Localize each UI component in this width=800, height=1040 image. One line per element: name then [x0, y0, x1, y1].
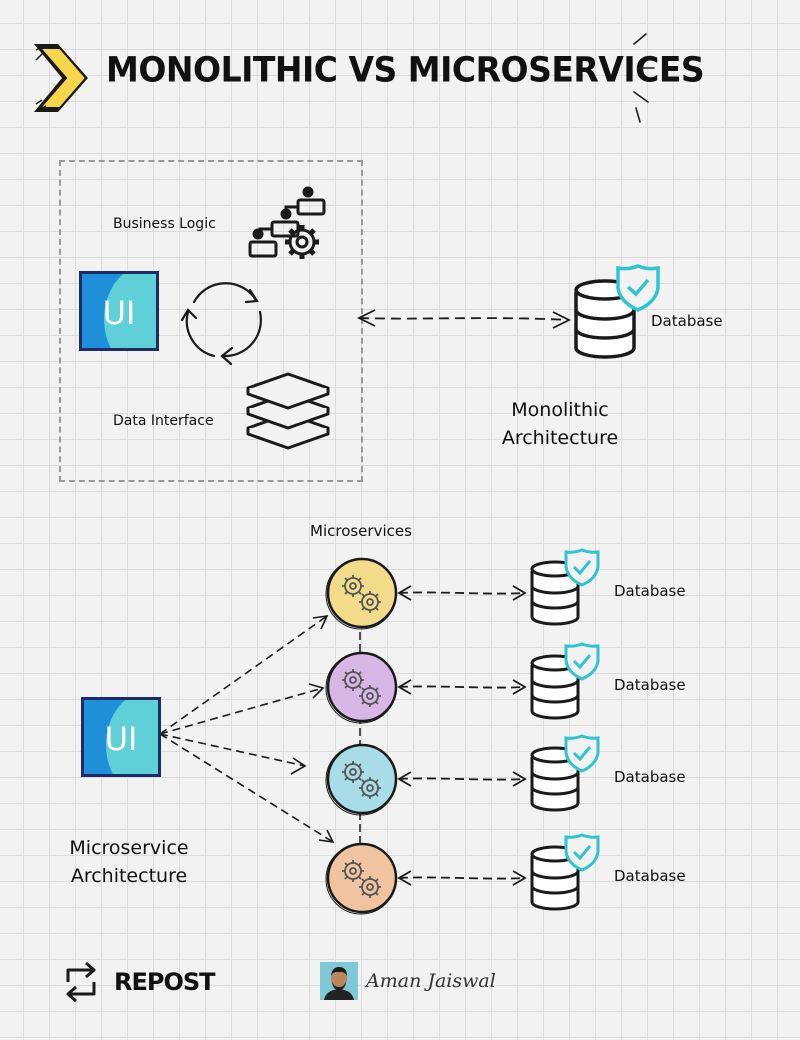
- monolith-database-label: Database: [651, 312, 723, 330]
- micro-caption: Microservice Architecture: [56, 834, 202, 890]
- repost-label: REPOST: [114, 968, 216, 996]
- monolith-ui-box: UI: [79, 271, 159, 351]
- microservice-node: [325, 651, 398, 724]
- page-title: Monolithic vs Microservices: [106, 49, 705, 90]
- microservice-node: [325, 842, 398, 915]
- gears-icon: [342, 860, 381, 898]
- ui-service-arrows: [159, 615, 335, 844]
- service-db-arrow: [397, 585, 527, 601]
- service-database-label: Database: [614, 582, 686, 600]
- microservice-node: [325, 743, 398, 816]
- monolith-database-icon: [574, 264, 660, 359]
- service-database-label: Database: [614, 867, 686, 885]
- avatar: [320, 962, 358, 1000]
- monolith-db-arrow: [356, 309, 572, 329]
- avatar-portrait-icon: [320, 962, 358, 1000]
- monolith-ui-label: UI: [102, 294, 136, 332]
- micro-ui-box: UI: [81, 697, 161, 777]
- service-database-icon: [530, 548, 600, 626]
- monolith-boundary: [59, 160, 363, 482]
- service-database-label: Database: [614, 676, 686, 694]
- micro-ui-label: UI: [104, 720, 138, 758]
- monolith-caption-line1: Monolithic: [511, 399, 609, 421]
- service-database-label: Database: [614, 768, 686, 786]
- service-database-icon: [530, 642, 600, 720]
- microservices-heading: Microservices: [310, 522, 412, 540]
- service-db-arrow: [397, 679, 527, 695]
- monolith-caption-line2: Architecture: [501, 427, 619, 449]
- service-db-arrow: [397, 870, 527, 886]
- service-db-arrow: [397, 771, 527, 787]
- micro-caption-line2: Architecture: [70, 865, 188, 887]
- layers-icon: [246, 372, 330, 450]
- chevron-logo-icon: [34, 44, 88, 112]
- gears-icon: [342, 575, 381, 613]
- service-database-icon: [530, 833, 600, 911]
- emphasis-lines-icon: [633, 33, 655, 123]
- author-name: Aman Jaiswal: [366, 970, 496, 992]
- service-database-icon: [530, 734, 600, 812]
- gears-icon: [342, 669, 381, 707]
- business-logic-label: Business Logic: [113, 216, 216, 232]
- micro-caption-line1: Microservice: [69, 837, 189, 859]
- ui-highlight: [106, 700, 158, 774]
- data-interface-label: Data Interface: [113, 413, 214, 429]
- cycle-arrows-icon: [180, 282, 262, 366]
- business-logic-icon: [248, 186, 326, 259]
- microservice-node: [325, 557, 398, 630]
- gears-icon: [342, 761, 381, 799]
- ui-highlight: [104, 274, 156, 348]
- repost-icon: [66, 961, 96, 1003]
- monolith-caption: Monolithic Architecture: [480, 396, 640, 452]
